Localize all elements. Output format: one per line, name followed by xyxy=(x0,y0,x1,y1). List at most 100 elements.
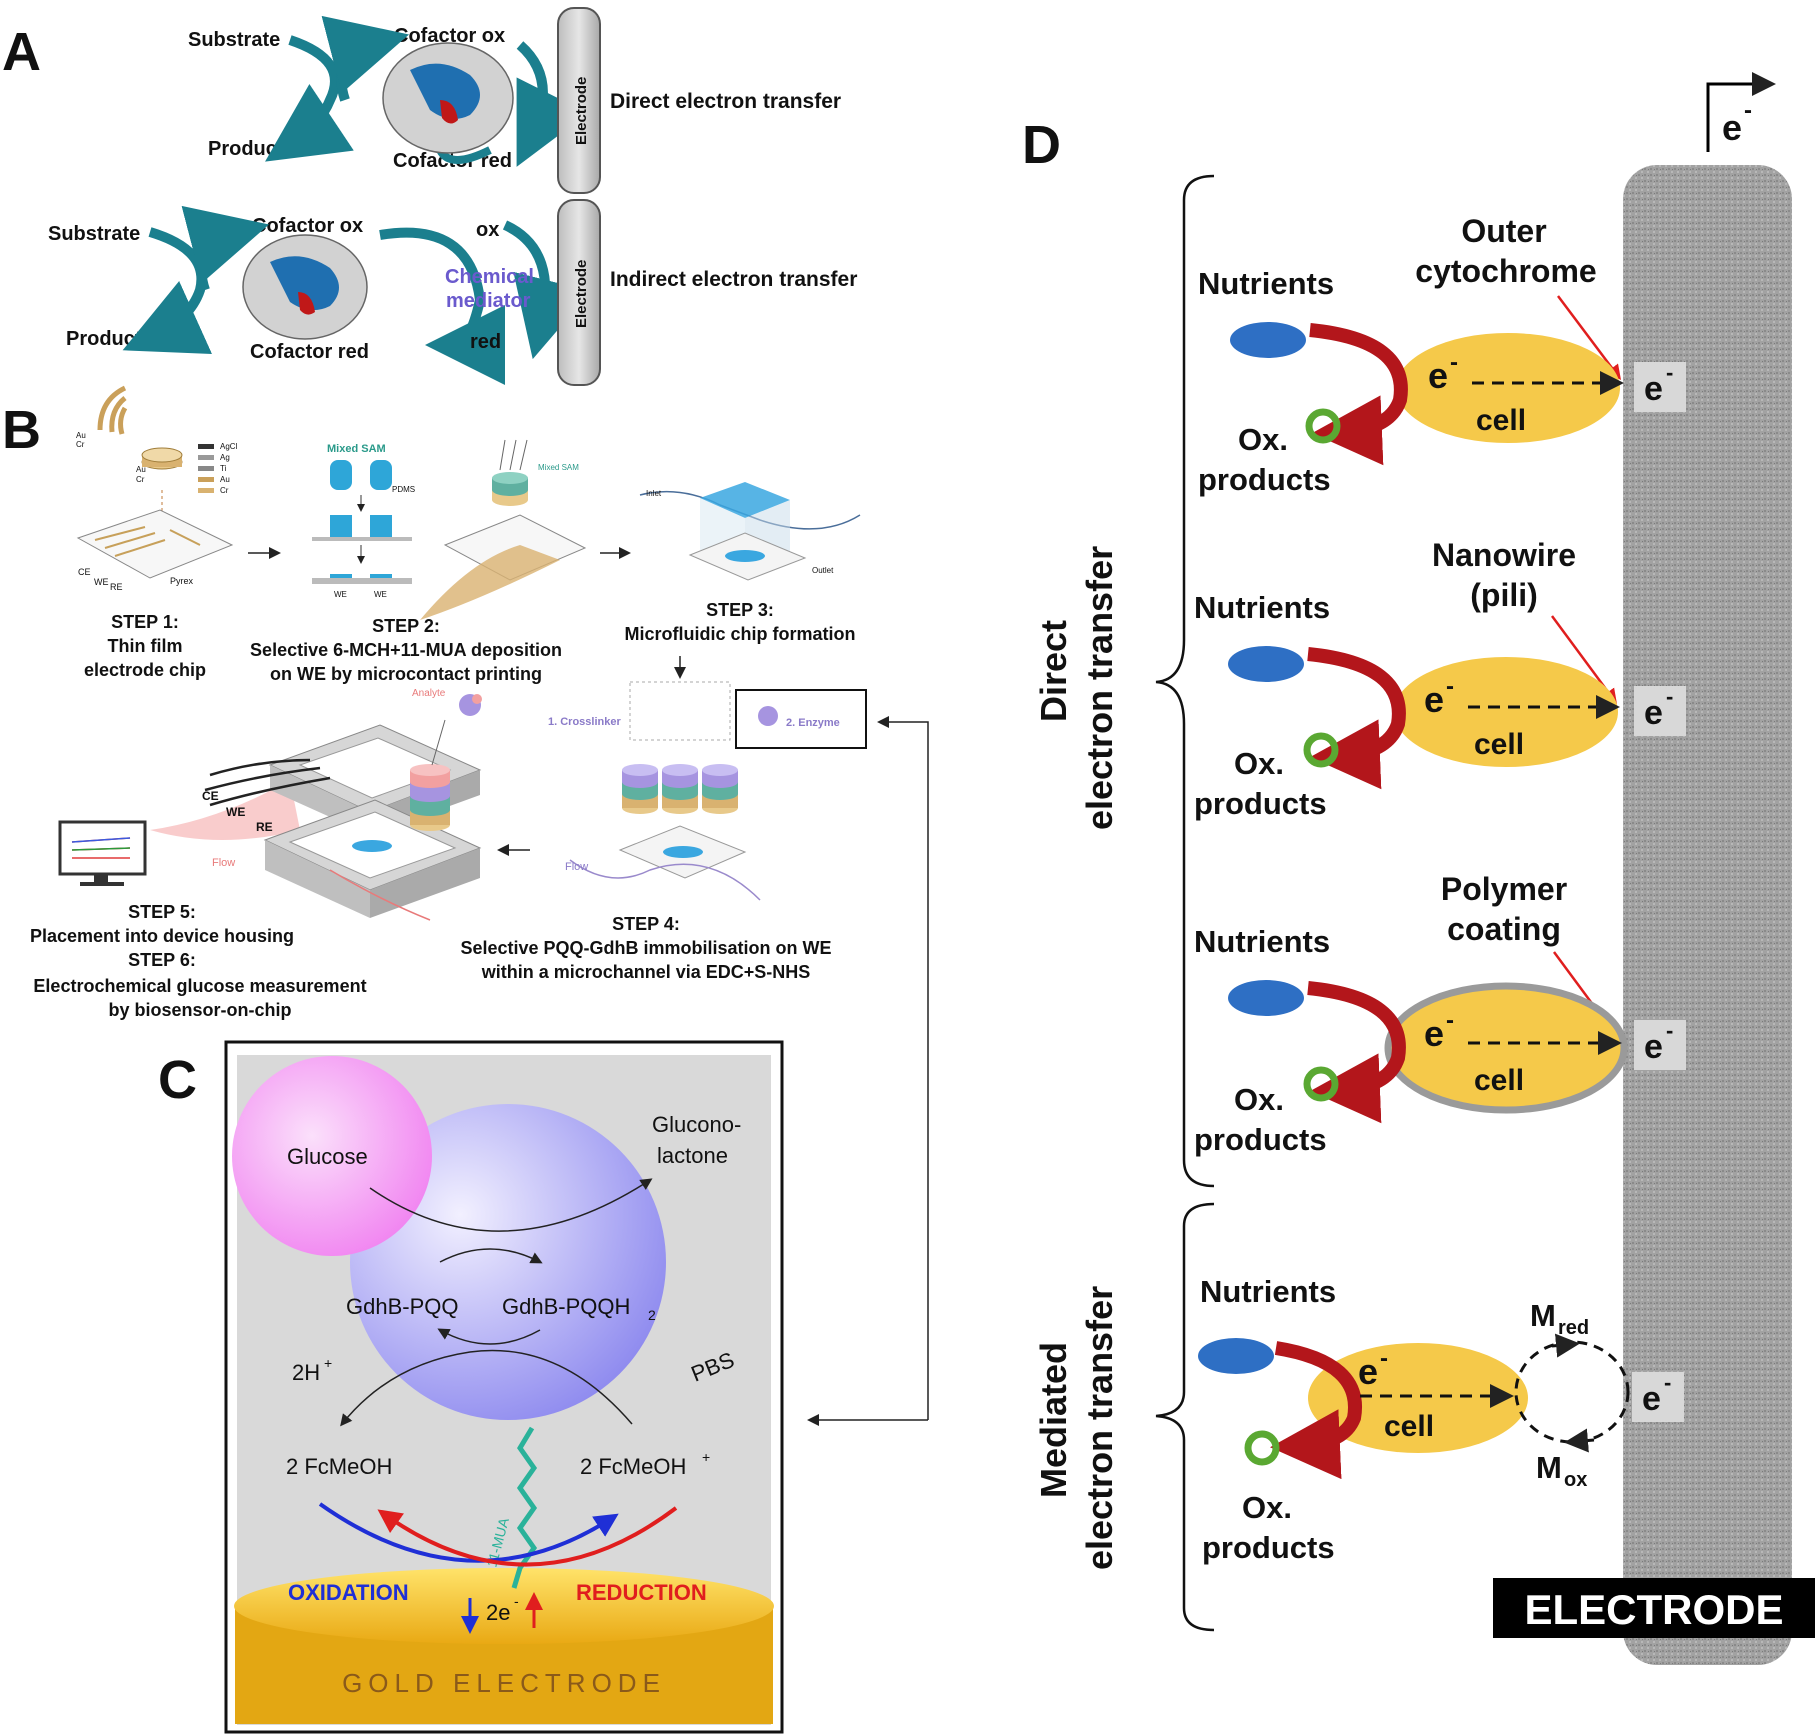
d2-label-a: Nanowire xyxy=(1432,537,1576,573)
d-mediated-2: electron transfer xyxy=(1079,1286,1120,1570)
d4-red-arrow xyxy=(1270,1341,1362,1480)
d-direct-2: electron transfer xyxy=(1079,546,1120,830)
a1-electrode xyxy=(557,7,601,194)
c-arrow-fc-left xyxy=(340,1349,633,1427)
c-fcmeoh-plus: 2 FcMeOH xyxy=(580,1454,686,1479)
c-fcmeoh: 2 FcMeOH xyxy=(286,1454,392,1479)
d4-electrode-e: e xyxy=(1642,1380,1661,1418)
c-oxidation-arc xyxy=(318,1502,619,1563)
d4-m-ox-sub: ox xyxy=(1564,1469,1587,1491)
b-step1-l2: Thin film xyxy=(108,636,183,656)
a2-electrode xyxy=(557,199,601,386)
c-gluconolactone-2: lactone xyxy=(657,1143,728,1168)
d-row-nanowire: Nanowire (pili) Nutrients Ox. products e… xyxy=(1194,537,1686,821)
c-enzyme-sphere xyxy=(350,1104,666,1420)
b-step2-l3: on WE by microcontact printing xyxy=(270,664,542,684)
b-step56-l3: STEP 6: xyxy=(128,950,196,970)
d2-nutrient-cloud xyxy=(1228,646,1304,682)
d1-ox-2: products xyxy=(1198,462,1331,497)
b4-enzyme-box xyxy=(735,689,867,749)
a1-arrow-substrate xyxy=(265,35,354,162)
d3-cell-coating xyxy=(1384,982,1628,1114)
d1-e-sup: - xyxy=(1450,349,1458,376)
c-arrow-top-cycle xyxy=(439,1248,543,1264)
d4-m-red: M xyxy=(1530,1298,1556,1333)
d3-ox-1: Ox. xyxy=(1234,1082,1284,1117)
b5-analyte-label: Analyte xyxy=(412,688,446,699)
d2-e: e xyxy=(1424,679,1444,720)
d3-electrode-e-sup: - xyxy=(1666,1018,1673,1043)
a2-substrate: Substrate xyxy=(48,223,140,245)
a2-mediator-line2: mediator xyxy=(446,290,531,312)
b1-we-label: WE xyxy=(94,577,109,587)
d3-nutrients: Nutrients xyxy=(1194,924,1330,959)
d4-cell xyxy=(1308,1343,1528,1453)
c-gdhb-pqq: GdhB-PQQ xyxy=(346,1294,458,1319)
c-h-plus-sup: + xyxy=(324,1355,332,1371)
d1-nutrients: Nutrients xyxy=(1198,266,1334,301)
b-step4-illustration: 1. Crosslinker 2. Enzyme Flow xyxy=(548,681,867,901)
b2-mixed-sam2-label: Mixed SAM xyxy=(538,463,579,472)
panel-b-letter: B xyxy=(2,400,41,460)
a2-mediator-line1: Chemical xyxy=(445,266,534,288)
d2-electrode-e-sup: - xyxy=(1666,684,1673,709)
panel-a-direct: Substrate Product Cofactor ox Cofactor r… xyxy=(188,7,841,194)
b5-ce-label: CE xyxy=(202,789,219,803)
d4-ox-2: products xyxy=(1202,1530,1335,1565)
panel-a-indirect: Substrate Product Cofactor ox Cofactor r… xyxy=(48,199,857,386)
d4-cell-label: cell xyxy=(1384,1410,1434,1443)
panel-a-letter: A xyxy=(2,22,41,82)
d3-red-arrow xyxy=(1307,981,1406,1124)
d2-label-b: (pili) xyxy=(1470,577,1538,613)
d4-nutrient-cloud xyxy=(1198,1338,1274,1374)
b1-au2-label: Au xyxy=(136,465,146,474)
b2-pdms-label: PDMS xyxy=(392,485,415,494)
b2-we-a: WE xyxy=(334,590,347,599)
c-glucose-sphere xyxy=(232,1056,432,1256)
b4-enzyme-label: 2. Enzyme xyxy=(786,717,840,729)
d1-electrode-e-sup: - xyxy=(1666,360,1673,385)
a2-caption: Indirect electron transfer xyxy=(610,268,857,291)
d1-cell xyxy=(1396,333,1620,443)
b-step4-l2: Selective PQQ-GdhB immobilisation on WE xyxy=(460,938,831,958)
d2-green-ring xyxy=(1303,732,1339,768)
c-arrow-glucose xyxy=(369,1178,653,1232)
b-step5-illustration: CE WE RE Flow Analyte xyxy=(58,688,482,921)
b-step2-illustration: Mixed SAM PDMS WE WE Mixed SAM xyxy=(312,439,587,620)
b-step2-l2: Selective 6-MCH+11-MUA deposition xyxy=(250,640,562,660)
b-step56-l2: Placement into device housing xyxy=(30,926,294,946)
b-step56-l1: STEP 5: xyxy=(128,902,196,922)
d4-nutrients: Nutrients xyxy=(1200,1274,1336,1309)
d-brace-mediated xyxy=(1155,1202,1215,1632)
d1-label-a: Outer xyxy=(1461,213,1546,249)
a2-enzyme xyxy=(242,234,368,340)
b-step3-l2: Microfluidic chip formation xyxy=(624,624,855,644)
b1-cr3-label: Cr xyxy=(220,486,229,495)
c-gold-label: GOLD ELECTRODE xyxy=(342,1668,666,1698)
d3-green-ring xyxy=(1303,1066,1339,1102)
c-mua-linker xyxy=(511,1426,538,1589)
a1-cofactor-ox: Cofactor ox xyxy=(394,25,505,47)
b-step56-l5: by biosensor-on-chip xyxy=(108,1000,291,1020)
panel-c-letter: C xyxy=(158,1050,197,1110)
d-electrode-label-bg xyxy=(1493,1578,1815,1638)
b-step56-l4: Electrochemical glucose measurement xyxy=(33,976,366,996)
d4-electrode-e-sup: - xyxy=(1664,1370,1671,1395)
d-top-arrow xyxy=(1706,72,1776,152)
b-step4-l1: STEP 4: xyxy=(612,914,680,934)
d2-e-sup: - xyxy=(1446,673,1454,700)
b2-mixed-sam-label: Mixed SAM xyxy=(327,443,386,455)
d-row-polymer-coating: Polymer coating Nutrients Ox. products e… xyxy=(1194,871,1686,1157)
b5-flow-label: Flow xyxy=(212,857,235,869)
a1-caption: Direct electron transfer xyxy=(610,90,841,113)
b1-ti-label: Ti xyxy=(220,464,227,473)
b-step3-l1: STEP 3: xyxy=(706,600,774,620)
d3-label-a: Polymer xyxy=(1441,871,1567,907)
b-step2-l1: STEP 2: xyxy=(372,616,440,636)
d3-label-b: coating xyxy=(1447,911,1561,947)
d4-m-ox: M xyxy=(1536,1450,1562,1485)
b1-re-label: RE xyxy=(110,582,123,592)
d-brace-direct xyxy=(1155,174,1215,1188)
d1-e: e xyxy=(1428,355,1448,396)
b-step4-l3: within a microchannel via EDC+S-NHS xyxy=(481,962,811,982)
